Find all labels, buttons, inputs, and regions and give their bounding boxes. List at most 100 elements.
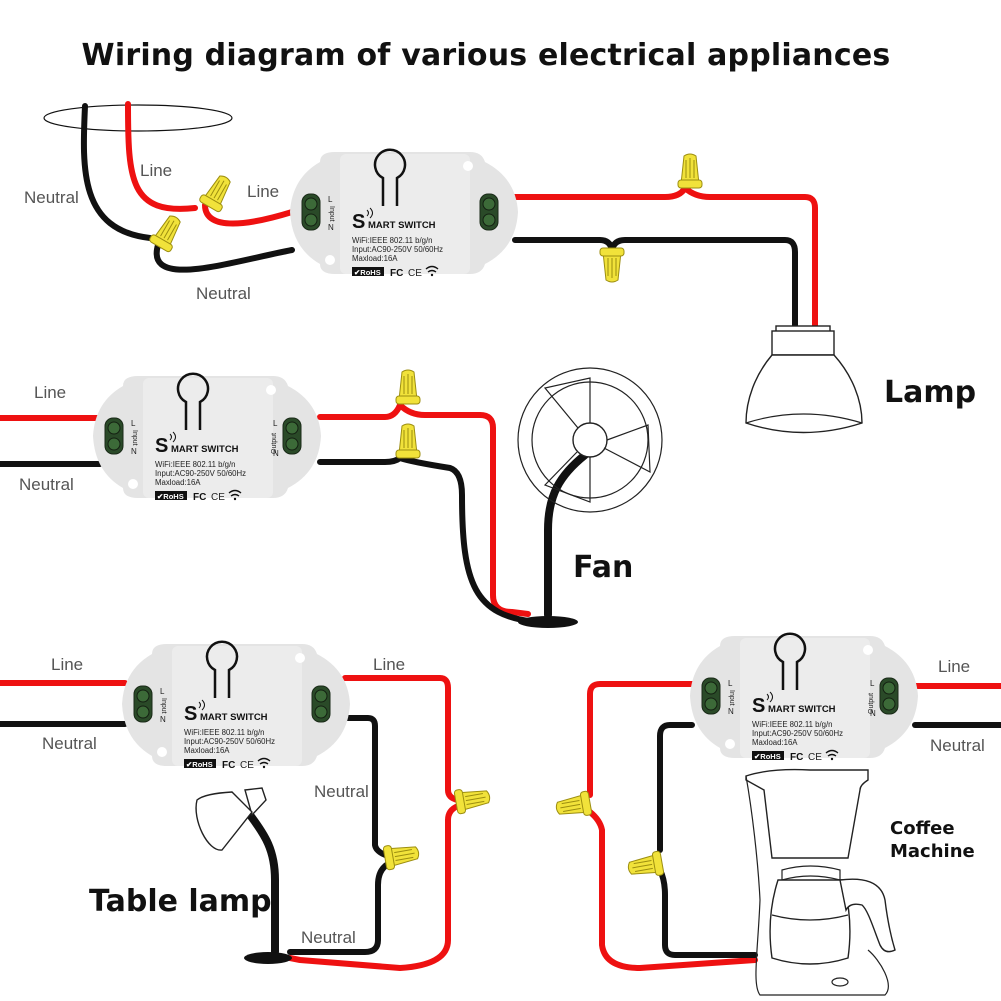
wire-nut bbox=[148, 210, 187, 254]
brand-initial: S bbox=[752, 695, 765, 717]
terminal-n-label: N bbox=[273, 449, 279, 458]
line-label: Line bbox=[247, 182, 279, 201]
neutral-wire bbox=[512, 237, 798, 333]
keyhole-button-icon bbox=[373, 148, 407, 206]
wire-nut bbox=[625, 850, 665, 881]
line-wire bbox=[202, 202, 295, 227]
input-label: Input bbox=[728, 690, 735, 706]
line-wire bbox=[587, 681, 758, 971]
lamp-icon bbox=[745, 325, 863, 434]
terminal-n-label: N bbox=[160, 715, 166, 724]
coffee-machine-circuit: Coffee Machine Line Neutral LNInputLNOut… bbox=[553, 632, 1001, 996]
fan-label: Fan bbox=[573, 550, 633, 585]
input-terminal bbox=[104, 417, 124, 455]
rohs-badge bbox=[752, 751, 784, 760]
wifi-icon bbox=[257, 757, 271, 769]
input-terminal bbox=[301, 193, 321, 231]
neutral-wire bbox=[657, 722, 758, 958]
table-lamp-label: Table lamp bbox=[89, 884, 272, 919]
wifi-signal-icon bbox=[766, 691, 773, 703]
brand-initial: S bbox=[184, 703, 197, 725]
wire-nut bbox=[395, 423, 421, 459]
terminal-n-label: N bbox=[131, 447, 137, 456]
input-terminal bbox=[701, 677, 721, 715]
spec-line: WiFi:IEEE 802.11 b/g/n bbox=[155, 460, 235, 469]
brand-name: MART SWITCH bbox=[768, 704, 836, 715]
input-label: Input bbox=[131, 430, 138, 446]
spec-line: Input:AC90-250V 50/60Hz bbox=[352, 245, 443, 254]
spec-line: Maxload:16A bbox=[752, 738, 798, 747]
keyhole-button-icon bbox=[773, 632, 807, 690]
terminal-l-label: L bbox=[160, 687, 165, 696]
input-label: Input bbox=[328, 206, 335, 222]
neutral-label: Neutral bbox=[196, 284, 251, 303]
output-terminal bbox=[479, 193, 499, 231]
neutral-wire bbox=[80, 103, 153, 241]
terminal-l-label: L bbox=[273, 419, 278, 428]
lamp-label: Lamp bbox=[884, 375, 976, 410]
fc-mark: FC bbox=[193, 492, 206, 503]
terminal-n-label: N bbox=[728, 707, 734, 716]
terminal-l-label: L bbox=[870, 679, 875, 688]
rohs-label: ✔RoHS bbox=[354, 268, 381, 277]
fan-base bbox=[518, 616, 578, 628]
wire-nut bbox=[382, 840, 422, 871]
spec-line: Maxload:16A bbox=[352, 254, 398, 263]
neutral-wire bbox=[317, 455, 538, 625]
spec-line: Input:AC90-250V 50/60Hz bbox=[752, 729, 843, 738]
neutral-wire bbox=[153, 242, 295, 273]
fan-icon bbox=[517, 367, 663, 513]
line-label: Line bbox=[938, 657, 970, 676]
terminal-l-label: L bbox=[131, 419, 136, 428]
line-label: Line bbox=[34, 383, 66, 402]
table-lamp-circuit: Table lamp Line Neutral Line Neutral Neu… bbox=[0, 640, 493, 971]
wifi-icon bbox=[228, 489, 242, 501]
diagram-title: Wiring diagram of various electrical app… bbox=[82, 38, 891, 73]
rohs-badge bbox=[155, 491, 187, 500]
wifi-icon bbox=[425, 265, 439, 277]
spec-line: WiFi:IEEE 802.11 b/g/n bbox=[352, 236, 432, 245]
input-label: Input bbox=[160, 698, 167, 714]
spec-line: Maxload:16A bbox=[155, 478, 201, 487]
fc-mark: FC bbox=[790, 752, 803, 763]
terminal-l-label: L bbox=[728, 679, 733, 688]
wire-nut bbox=[677, 153, 703, 189]
fc-mark: FC bbox=[222, 760, 235, 771]
rohs-badge bbox=[184, 759, 216, 768]
neutral-label: Neutral bbox=[930, 736, 985, 755]
terminal-n-label: N bbox=[870, 709, 876, 718]
ce-mark: CE bbox=[240, 760, 254, 771]
brand-initial: S bbox=[155, 435, 168, 457]
table-lamp-icon bbox=[195, 787, 292, 964]
neutral-label: Neutral bbox=[24, 188, 79, 207]
rohs-label: ✔RoHS bbox=[754, 752, 781, 761]
wire-nut bbox=[553, 790, 593, 821]
wifi-signal-icon bbox=[198, 699, 205, 711]
brand-initial: S bbox=[352, 211, 365, 233]
spec-line: WiFi:IEEE 802.11 b/g/n bbox=[184, 728, 264, 737]
rohs-badge bbox=[352, 267, 384, 276]
spec-line: Input:AC90-250V 50/60Hz bbox=[184, 737, 275, 746]
wifi-icon bbox=[825, 749, 839, 761]
ceiling-box-outline bbox=[43, 104, 233, 132]
line-wire bbox=[317, 402, 531, 617]
neutral-label: Neutral bbox=[314, 782, 369, 801]
keyhole-button-icon bbox=[205, 640, 239, 698]
output-label: Output bbox=[271, 433, 278, 454]
ce-mark: CE bbox=[808, 752, 822, 763]
neutral-label: Neutral bbox=[301, 928, 356, 947]
wire-nut bbox=[395, 369, 421, 405]
fc-mark: FC bbox=[390, 268, 403, 279]
line-label: Line bbox=[51, 655, 83, 674]
line-wire bbox=[287, 675, 461, 971]
output-label: Output bbox=[868, 693, 875, 714]
brand-name: MART SWITCH bbox=[171, 444, 239, 455]
ce-mark: CE bbox=[211, 492, 225, 503]
wire-nut bbox=[453, 784, 493, 815]
